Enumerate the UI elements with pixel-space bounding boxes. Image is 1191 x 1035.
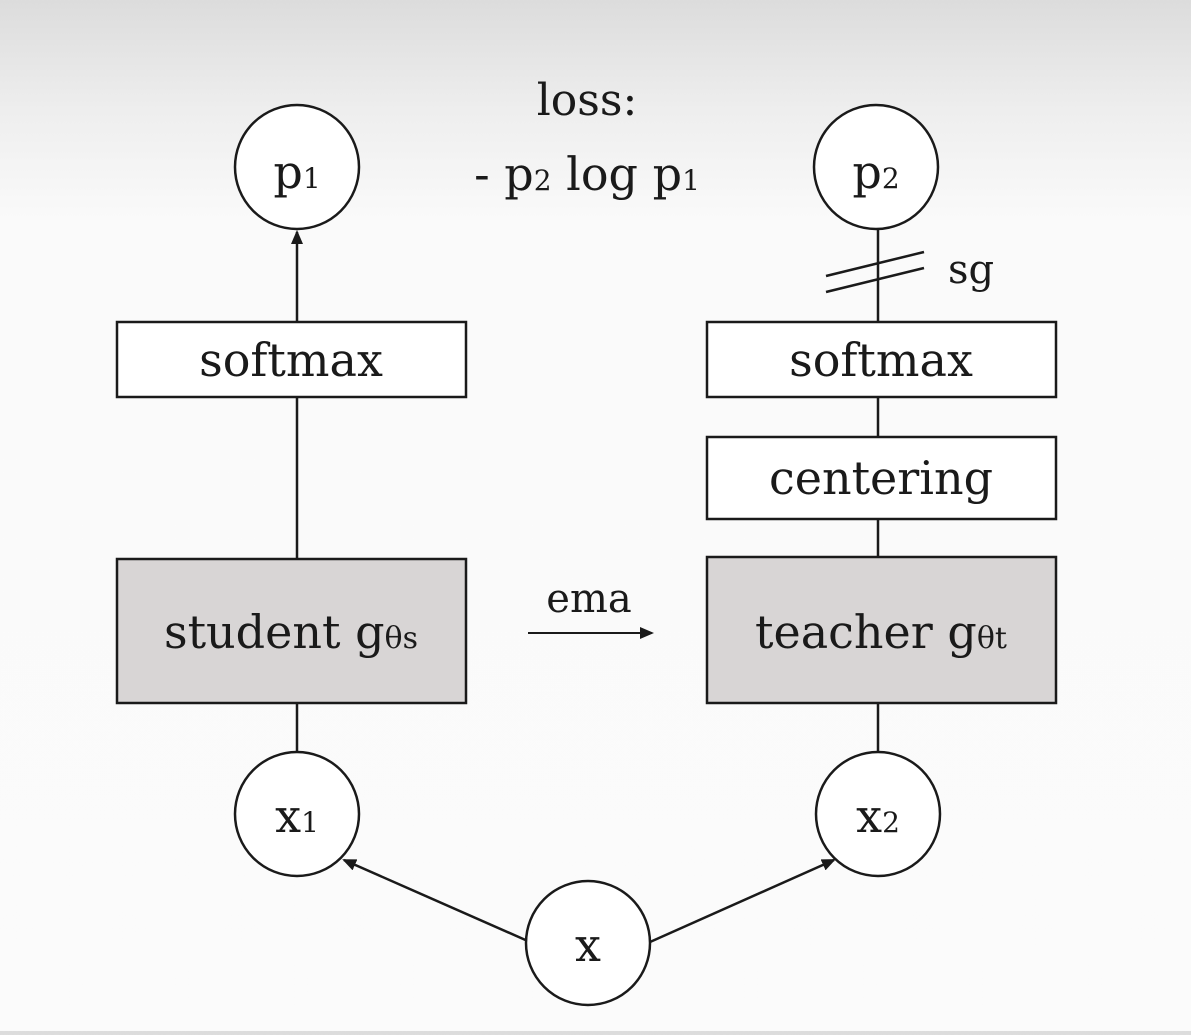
edge-x-to-x1 xyxy=(342,858,531,944)
x2-label: x2 xyxy=(856,789,900,843)
teacher-softmax-label: softmax xyxy=(789,333,973,387)
centering-label: centering xyxy=(769,451,993,505)
stop-grad-label: sg xyxy=(948,247,994,293)
student-network-label: student gθs xyxy=(164,605,418,659)
student-softmax-label: softmax xyxy=(199,333,383,387)
student-input-node-x1: x1 xyxy=(233,750,361,878)
student-softmax-box: softmax xyxy=(115,320,468,399)
loss-formula: - p2 log p1 xyxy=(474,147,700,201)
teacher-network-label: teacher gθt xyxy=(755,605,1007,659)
edge-x-to-x2 xyxy=(649,858,836,944)
source-input-node-x: x xyxy=(524,879,652,1007)
student-output-node-p1: p1 xyxy=(233,103,361,231)
p1-label: p1 xyxy=(273,145,320,199)
p2-label: p2 xyxy=(852,145,899,199)
x-label: x xyxy=(575,918,601,972)
teacher-centering-box: centering xyxy=(705,435,1058,521)
ema-label: ema xyxy=(546,576,631,622)
student-network-box: student gθs xyxy=(115,557,468,705)
teacher-input-node-x2: x2 xyxy=(814,750,942,878)
stop-grad-mark-2 xyxy=(825,266,925,294)
teacher-output-node-p2: p2 xyxy=(812,103,940,231)
teacher-softmax-box: softmax xyxy=(705,320,1058,399)
x1-label: x1 xyxy=(275,789,319,843)
teacher-network-box: teacher gθt xyxy=(705,555,1058,705)
stop-grad-mark-1 xyxy=(825,250,925,278)
loss-title: loss: xyxy=(537,75,638,126)
